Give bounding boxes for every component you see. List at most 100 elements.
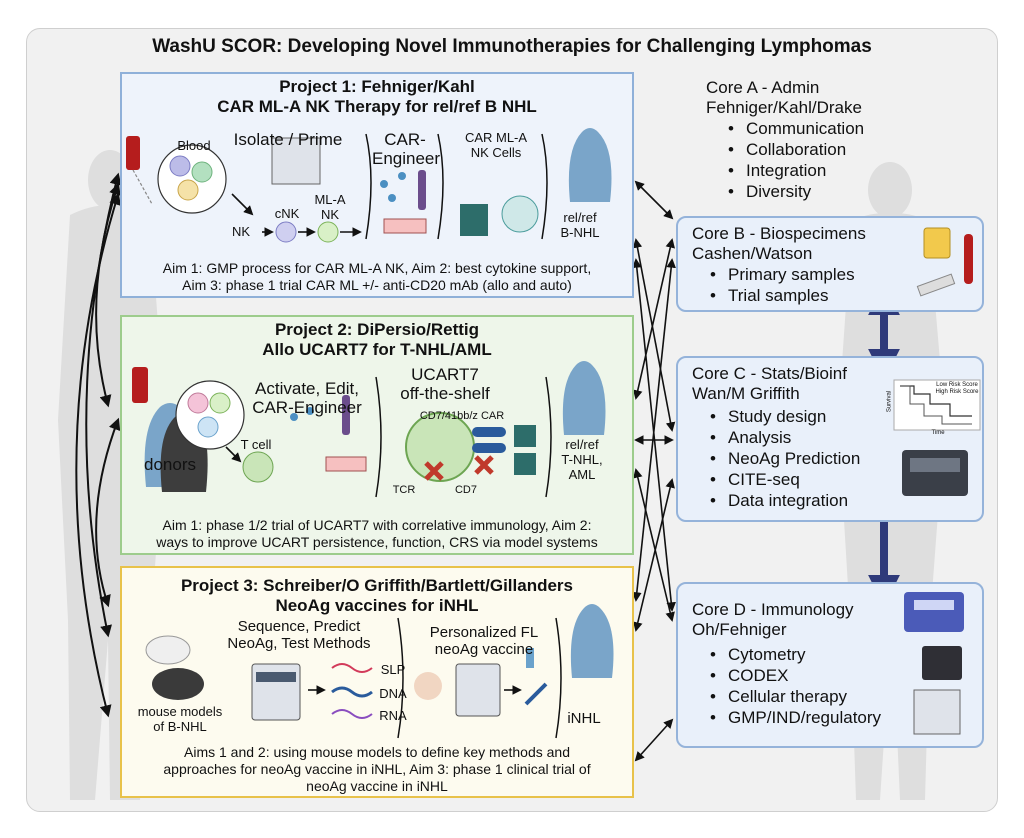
rna-icon bbox=[331, 709, 373, 719]
project1-panel: Project 1: Fehniger/Kahl CAR ML-A NK The… bbox=[120, 72, 634, 298]
mla-nk-label: ML-A NK bbox=[314, 192, 346, 222]
core-d-list: Cytometry CODEX Cellular therapy GMP/IND… bbox=[706, 644, 881, 728]
blood-bag-icon bbox=[126, 136, 140, 170]
project3-panel: Project 3: Schreiber/O Griffith/Bartlett… bbox=[120, 566, 634, 798]
core-d-panel: Core D - Immunology Oh/Fehniger Cytometr… bbox=[676, 582, 984, 748]
car-engineer-label: CAR- Engineer bbox=[372, 130, 441, 168]
sequencer-icon bbox=[902, 450, 968, 496]
activate-edit-label: Activate, Edit, CAR-Engineer bbox=[252, 379, 362, 417]
nk-label: NK bbox=[231, 224, 251, 239]
patient-icon bbox=[562, 361, 606, 435]
patient-icon bbox=[568, 128, 612, 202]
donors-label: donors bbox=[144, 455, 196, 474]
core-d-item: Cellular therapy bbox=[706, 686, 881, 707]
mlank-cell-icon bbox=[317, 221, 339, 243]
blood-label: Blood bbox=[177, 138, 211, 153]
blood-cells-icon bbox=[157, 144, 227, 214]
black-mouse-icon bbox=[152, 668, 204, 700]
core-d-item: Cytometry bbox=[706, 644, 881, 665]
core-a-title: Core A - Admin bbox=[706, 78, 820, 97]
virus-icon bbox=[290, 413, 298, 421]
blood-tube-icon bbox=[964, 234, 973, 284]
t-cell-label: T cell bbox=[240, 437, 272, 452]
sequencer-icon-2 bbox=[455, 663, 501, 717]
isolate-prime-label: Isolate / Prime bbox=[233, 130, 343, 149]
km-x-label: Time bbox=[931, 430, 945, 436]
core-c-icons bbox=[893, 379, 981, 496]
flask-icon bbox=[325, 456, 367, 472]
bioreactor-icon bbox=[913, 689, 961, 735]
car-receptor-icon bbox=[472, 427, 506, 437]
core-d-icons bbox=[904, 592, 964, 735]
syringe-icon bbox=[524, 682, 548, 706]
patient-icon bbox=[570, 604, 614, 678]
codex-instrument-icon bbox=[922, 646, 962, 680]
core-c-item: Data integration bbox=[706, 490, 860, 511]
core-d-item: GMP/IND/regulatory bbox=[706, 707, 881, 728]
slp-label: SLP bbox=[380, 662, 406, 677]
project3-subtitle: NeoAg vaccines for iNHL bbox=[275, 596, 479, 615]
specimen-cup-icon bbox=[923, 227, 951, 259]
core-b-leads: Cashen/Watson bbox=[692, 244, 813, 263]
core-a-item: Integration bbox=[724, 160, 864, 181]
dna-icon bbox=[331, 686, 373, 698]
vaccine-vial-icon bbox=[526, 648, 534, 668]
inhl-label: iNHL bbox=[567, 710, 601, 727]
km-low-label: Low Risk Score bbox=[936, 382, 978, 388]
core-a-list: Communication Collaboration Integration … bbox=[724, 118, 864, 202]
core-c-item: CITE-seq bbox=[706, 469, 860, 490]
cytometer-icon bbox=[904, 592, 964, 632]
core-d-item: CODEX bbox=[706, 665, 881, 686]
car-construct-label: CD7/41bb/z CAR bbox=[419, 410, 505, 422]
core-d-leads: Oh/Fehniger bbox=[692, 620, 787, 639]
core-a-item: Diversity bbox=[724, 181, 864, 202]
project3-title: Project 3: Schreiber/O Griffith/Bartlett… bbox=[180, 576, 574, 595]
slp-icon bbox=[331, 663, 373, 673]
project2-panel: Project 2: DiPersio/Rettig Allo UCART7 f… bbox=[120, 315, 634, 555]
mouse-models-label: mouse models of B-NHL bbox=[137, 704, 223, 734]
project2-illustration bbox=[132, 361, 606, 498]
tcr-knockout-icon bbox=[424, 461, 444, 481]
tumor-cells-icon bbox=[514, 425, 536, 447]
cd7-label: CD7 bbox=[454, 484, 477, 496]
dna-label: DNA bbox=[379, 686, 407, 701]
white-mouse-icon bbox=[145, 635, 191, 665]
rna-label: RNA bbox=[379, 708, 407, 723]
relref-bnhl-label: rel/ref B-NHL bbox=[560, 210, 600, 240]
cnk-label: cNK bbox=[274, 206, 300, 221]
right-core-arrows bbox=[632, 180, 676, 762]
survival-curve-icon bbox=[893, 379, 981, 431]
flask-icon bbox=[383, 218, 427, 234]
bioreactor-icon bbox=[271, 137, 321, 185]
project3-illustration bbox=[145, 604, 614, 739]
blood-bag-icon bbox=[132, 367, 148, 403]
core-b-item: Primary samples bbox=[706, 264, 855, 285]
t-cell-icon bbox=[242, 451, 274, 483]
tumor-cells-icon bbox=[460, 204, 488, 236]
core-b-title: Core B - Biospecimens bbox=[692, 224, 866, 243]
project2-title: Project 2: DiPersio/Rettig bbox=[274, 320, 480, 339]
core-d-title: Core D - Immunology bbox=[692, 600, 854, 619]
core-c-item: NeoAg Prediction bbox=[706, 448, 860, 469]
core-c-panel: Core C - Stats/Bioinf Wan/M Griffith Stu… bbox=[676, 356, 984, 522]
relref-tnhl-label: rel/ref T-NHL, AML bbox=[561, 437, 603, 482]
core-c-list: Study design Analysis NeoAg Prediction C… bbox=[706, 406, 860, 511]
car-construct-icon bbox=[342, 395, 350, 435]
project1-title: Project 1: Fehniger/Kahl bbox=[279, 77, 475, 96]
personalized-vaccine-label: Personalized FL neoAg vaccine bbox=[429, 624, 539, 658]
page-title: WashU SCOR: Developing Novel Immunothera… bbox=[152, 36, 872, 57]
car-mla-nk-cells-label: CAR ML-A NK Cells bbox=[464, 130, 528, 160]
core-c-title: Core C - Stats/Bioinf bbox=[692, 364, 847, 383]
project1-subtitle: CAR ML-A NK Therapy for rel/ref B NHL bbox=[217, 97, 537, 116]
core-c-item: Analysis bbox=[706, 427, 860, 448]
core-a-item: Communication bbox=[724, 118, 864, 139]
core-c-leads: Wan/M Griffith bbox=[692, 384, 800, 403]
project1-illustration bbox=[126, 128, 612, 243]
tcr-label: TCR bbox=[392, 484, 416, 496]
biospecimen-icons bbox=[916, 227, 973, 297]
km-high-label: High Risk Score bbox=[935, 389, 979, 395]
slide-icon bbox=[916, 273, 956, 297]
car-construct-icon bbox=[418, 170, 426, 210]
left-project-arrows bbox=[75, 172, 122, 718]
core-a-leads: Fehniger/Kahl/Drake bbox=[706, 98, 862, 117]
